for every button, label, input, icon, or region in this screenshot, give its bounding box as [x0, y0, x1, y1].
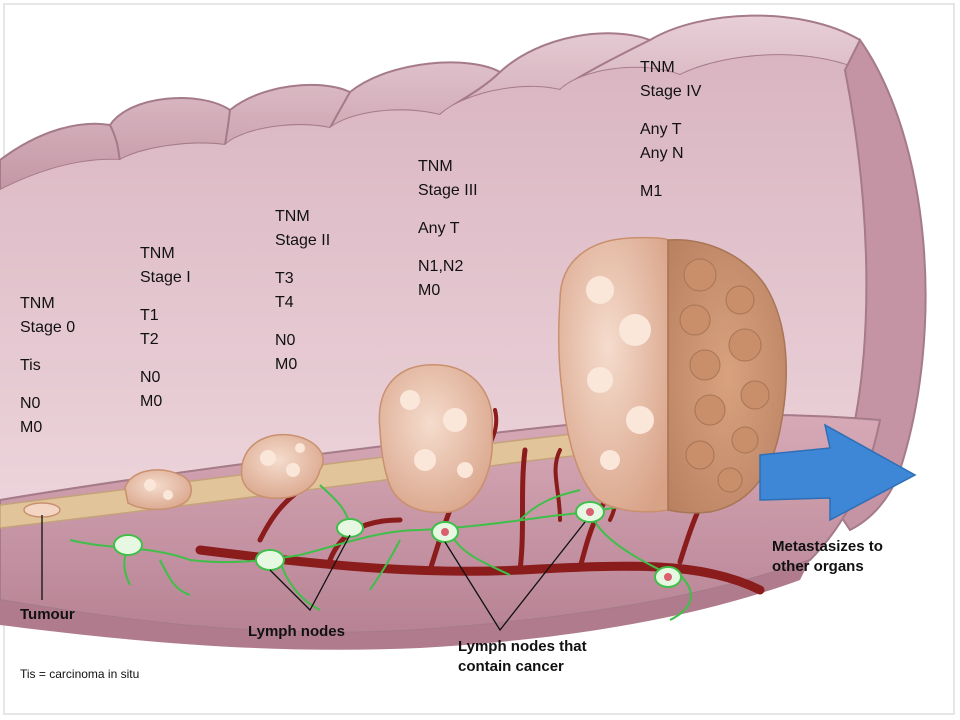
metastasis-arrow	[759, 423, 917, 522]
stage-iii-line-7: M0	[418, 282, 441, 299]
stage-iii-label: TNM Stage III Any T N1,N2 M0	[418, 155, 478, 303]
stage-i-line-8: M0	[140, 393, 163, 410]
stage-ii-line-4: T3	[275, 270, 294, 287]
stage-iv-line-1: TNM	[640, 59, 675, 76]
metastasizes-callout: Metastasizes to other organs	[772, 537, 883, 577]
stage-0-line-2: Stage 0	[20, 319, 76, 336]
stage-i-line-7: N0	[140, 369, 161, 386]
stage-i-line-1: TNM	[140, 245, 175, 262]
lymph-nodes-callout: Lymph nodes	[248, 623, 345, 640]
stage-ii-label: TNM Stage II T3 T4 N0 M0	[275, 205, 330, 377]
stage-0-label: TNM Stage 0 Tis N0 M0	[20, 292, 75, 440]
stage-i-line-4: T1	[140, 307, 159, 324]
stage-iv-line-5: Any N	[640, 145, 684, 162]
stage-i-line-2: Stage I	[140, 269, 191, 286]
metastasizes-line-2: other organs	[772, 558, 864, 575]
stage-0-line-1: TNM	[20, 295, 55, 312]
tumours	[23, 236, 787, 518]
stage-iv-label: TNM Stage IV Any T Any N M1	[640, 56, 701, 204]
stage-iii-line-1: TNM	[418, 158, 453, 175]
stage-ii-line-2: Stage II	[275, 232, 331, 249]
stage-iii-line-2: Stage III	[418, 182, 478, 199]
pointer-lines	[41, 515, 586, 632]
bowel-underside	[0, 560, 810, 650]
stage-ii-line-7: N0	[275, 332, 296, 349]
lymph-nodes-cancer-line-2: contain cancer	[458, 658, 564, 675]
metastasizes-line-1: Metastasizes to	[772, 538, 883, 555]
stage-ii-line-1: TNM	[275, 208, 310, 225]
lymph-nodes-cancer-callout: Lymph nodes that contain cancer	[458, 637, 587, 677]
stage-i-label: TNM Stage I T1 T2 N0 M0	[140, 242, 191, 414]
stage-iii-line-4: Any T	[418, 220, 460, 237]
stage-iv-line-7: M1	[640, 183, 663, 200]
stage-0-line-4: Tis	[20, 357, 41, 374]
bowel-rim	[828, 38, 927, 532]
lymph-nodes-cancer-line-1: Lymph nodes that	[458, 638, 587, 655]
tumour-callout: Tumour	[20, 606, 75, 623]
footnote: Tis = carcinoma in situ	[20, 667, 140, 681]
stage-ii-line-8: M0	[275, 356, 298, 373]
stage-0-line-7: M0	[20, 419, 43, 436]
stage-iii-line-6: N1,N2	[418, 258, 464, 275]
stage-iv-line-4: Any T	[640, 121, 682, 138]
stage-iv-line-2: Stage IV	[640, 83, 702, 100]
stage-i-line-5: T2	[140, 331, 159, 348]
stage-0-line-6: N0	[20, 395, 41, 412]
stage-ii-line-5: T4	[275, 294, 294, 311]
